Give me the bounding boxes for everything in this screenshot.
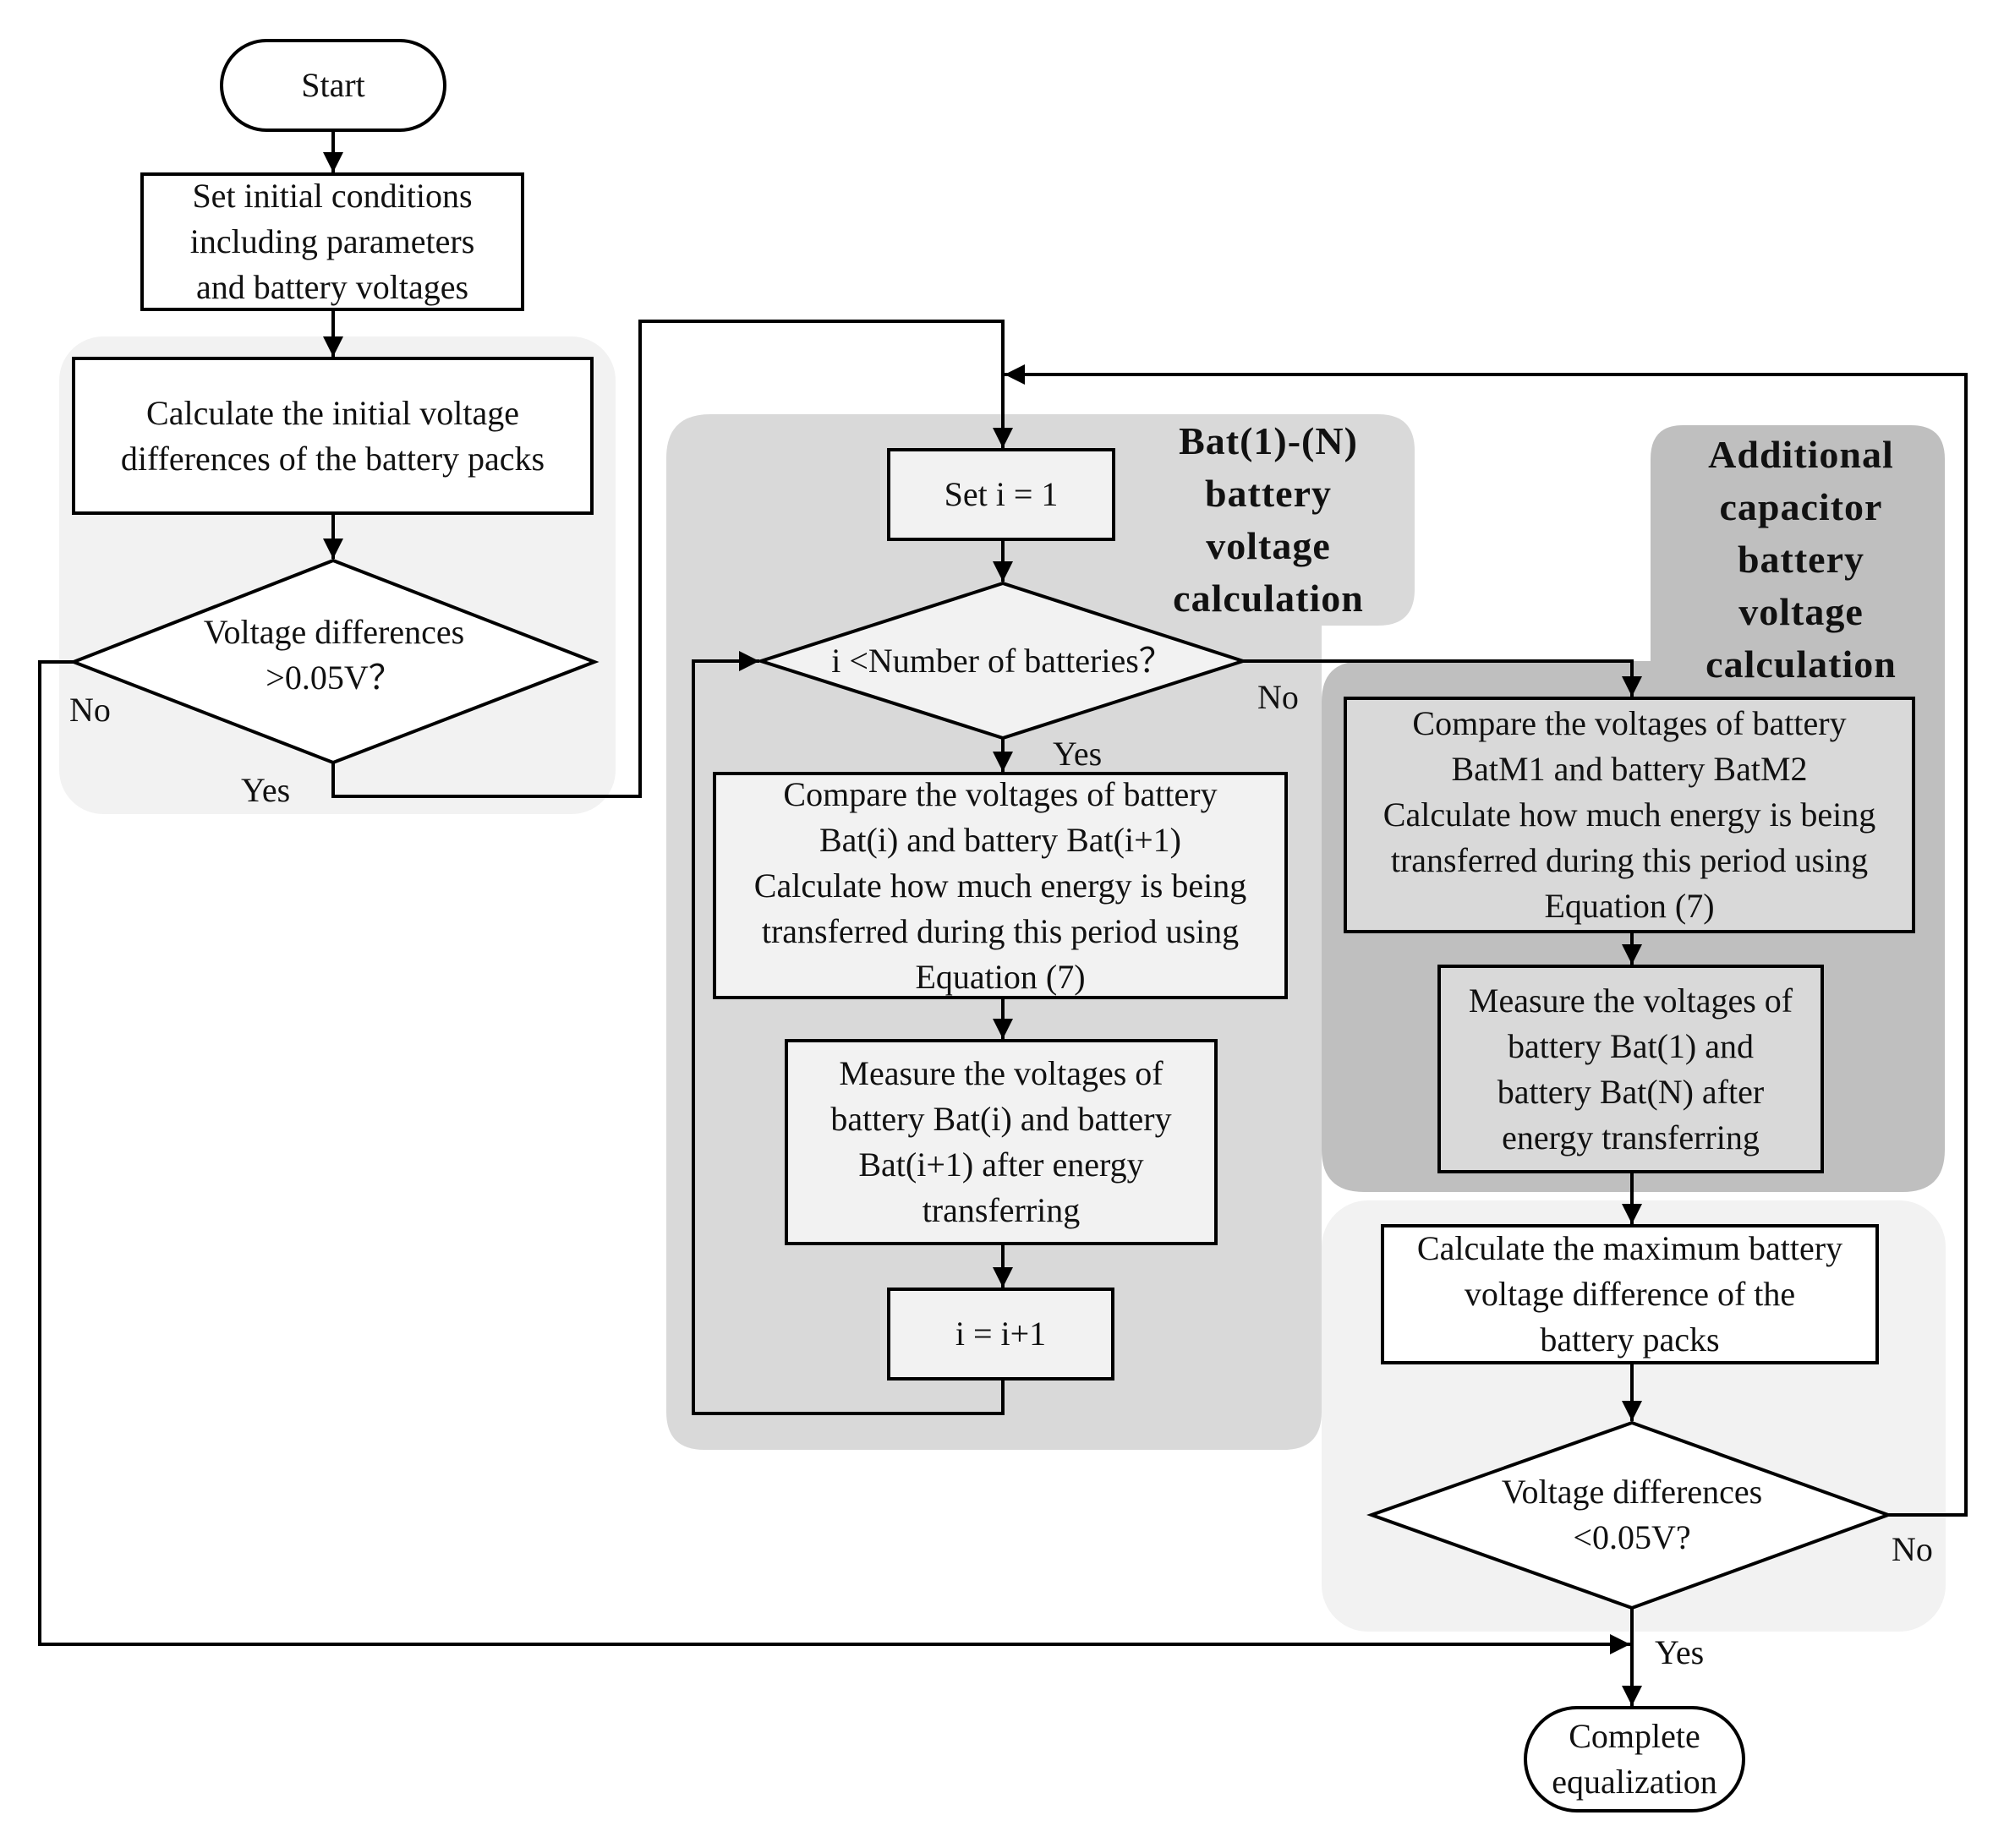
initial-yes-label: Yes xyxy=(241,771,291,809)
text-line: Complete xyxy=(1569,1717,1700,1755)
text-line: Bat(i+1) after energy xyxy=(858,1145,1144,1184)
complete-text: Complete equalization xyxy=(1525,1708,1744,1811)
text-line: Set initial conditions xyxy=(192,177,473,215)
text-line: Calculate the maximum battery xyxy=(1416,1229,1843,1267)
text-line: calculation xyxy=(1173,577,1364,620)
text-line: >0.05V？ xyxy=(266,659,402,697)
text-line: Calculate how much energy is being xyxy=(1383,796,1876,834)
measure-end-text: Measure the voltages of battery Bat(1) an… xyxy=(1439,966,1822,1172)
arrow-final-no-back-to-top xyxy=(1005,364,1968,1517)
text-line: Equation (7) xyxy=(1544,887,1715,925)
text-line: energy transferring xyxy=(1502,1118,1760,1156)
cap-group-title-lines: Additional capacitor battery voltage calcula… xyxy=(1706,429,1897,691)
connectors xyxy=(38,130,1968,1706)
text-line: Voltage differences xyxy=(203,613,465,651)
text-line: battery packs xyxy=(1540,1320,1720,1359)
text-line: Additional xyxy=(1708,433,1894,476)
decision-initial-text-lines: Voltage differences >0.05V？ xyxy=(204,610,464,701)
arrow-initial-yes-to-set-i xyxy=(331,320,1013,798)
loop-no-label: No xyxy=(1257,678,1299,716)
calc-initial-text: Calculate the initial voltage differences… xyxy=(74,358,592,513)
complete-terminal xyxy=(1524,1706,1745,1812)
text-line: Bat(1)-(N) xyxy=(1179,419,1358,462)
text-line: Measure the voltages of xyxy=(839,1054,1163,1092)
text-line: capacitor xyxy=(1719,485,1883,528)
decision-initial-text: Voltage differences >0.05V？ xyxy=(144,604,524,706)
text-line: battery Bat(1) and xyxy=(1507,1026,1754,1065)
text-line: and battery voltages xyxy=(195,268,469,306)
text-line: Measure the voltages of xyxy=(1468,981,1793,1020)
calc-max-text-lines: Calculate the maximum battery voltage dif… xyxy=(1417,1226,1842,1363)
text-line: transferred during this period using xyxy=(1390,841,1869,879)
text-line: transferred during this period using xyxy=(761,911,1240,950)
calc-initial-box xyxy=(72,357,594,515)
final-no-label: No xyxy=(1892,1530,1933,1568)
text-line: battery xyxy=(1737,538,1865,581)
text-line: voltage xyxy=(1738,590,1864,633)
text-line: <0.05V? xyxy=(1573,1518,1691,1556)
text-line: Equation (7) xyxy=(915,957,1086,996)
arrow-initial-no-to-complete xyxy=(38,660,1630,1654)
text-line: transferring xyxy=(922,1191,1081,1229)
decision-final-text: Voltage differences <0.05V? xyxy=(1463,1464,1801,1566)
text-line: Calculate the initial voltage xyxy=(146,393,519,432)
loop-yes-label: Yes xyxy=(1053,735,1103,773)
calc-max-text: Calculate the maximum battery voltage dif… xyxy=(1383,1226,1877,1363)
increment-text: i = i+1 xyxy=(955,1315,1047,1353)
text-line: Voltage differences xyxy=(1501,1473,1763,1511)
measure-end-text-lines: Measure the voltages of battery Bat(1) an… xyxy=(1469,978,1793,1161)
text-line: BatM1 and battery BatM2 xyxy=(1451,750,1808,788)
text-line: Bat(i) and battery Bat(i+1) xyxy=(819,820,1181,859)
complete-text-lines: Complete equalization xyxy=(1552,1714,1716,1805)
final-yes-label: Yes xyxy=(1655,1633,1705,1671)
text-line: Compare the voltages of battery xyxy=(1412,704,1847,742)
initial-no-label: No xyxy=(69,691,111,729)
set-initial-text: Set initial conditions including paramete… xyxy=(142,174,523,309)
measure-pair-box xyxy=(785,1039,1218,1245)
increment-box xyxy=(887,1288,1114,1381)
compare-pair-box xyxy=(713,772,1288,999)
bat-group-title-lines: Bat(1)-(N) battery voltage calculation xyxy=(1173,415,1364,625)
set-initial-text-lines: Set initial conditions including paramete… xyxy=(190,173,475,310)
bat-group-title: Bat(1)-(N) battery voltage calculation xyxy=(1125,414,1412,626)
arrow-loop-no-to-compare-m xyxy=(1243,659,1642,697)
measure-pair-text: Measure the voltages of battery Bat(i) an… xyxy=(786,1041,1216,1244)
cap-group-title: Additional capacitor battery voltage calcula… xyxy=(1657,425,1945,694)
start-label: Start xyxy=(301,66,365,104)
text-line: battery Bat(i) and battery xyxy=(830,1100,1172,1138)
arrow-increment-back-to-loop xyxy=(692,651,1005,1415)
text-line: battery Bat(N) after xyxy=(1497,1072,1765,1111)
text-line: voltage xyxy=(1206,524,1331,567)
measure-pair-text-lines: Measure the voltages of battery Bat(i) an… xyxy=(830,1051,1171,1233)
text-line: voltage difference of the xyxy=(1464,1275,1796,1313)
text-line: equalization xyxy=(1552,1763,1717,1801)
set-i-text: Set i = 1 xyxy=(944,475,1059,513)
text-line: differences of the battery packs xyxy=(120,439,545,478)
decision-loop-text: i <Number of batteries？ xyxy=(831,642,1173,680)
text-line: Compare the voltages of battery xyxy=(783,774,1218,813)
text-line: including parameters xyxy=(189,222,475,260)
calc-initial-text-lines: Calculate the initial voltage differences… xyxy=(121,391,545,482)
text-line: battery xyxy=(1204,472,1333,515)
compare-m-box xyxy=(1344,697,1915,933)
text-line: Calculate how much energy is being xyxy=(753,866,1247,905)
measure-end-box xyxy=(1437,965,1824,1173)
calc-max-box xyxy=(1381,1224,1879,1364)
text-line: calculation xyxy=(1706,642,1897,686)
decision-final-text-lines: Voltage differences <0.05V? xyxy=(1502,1469,1762,1561)
